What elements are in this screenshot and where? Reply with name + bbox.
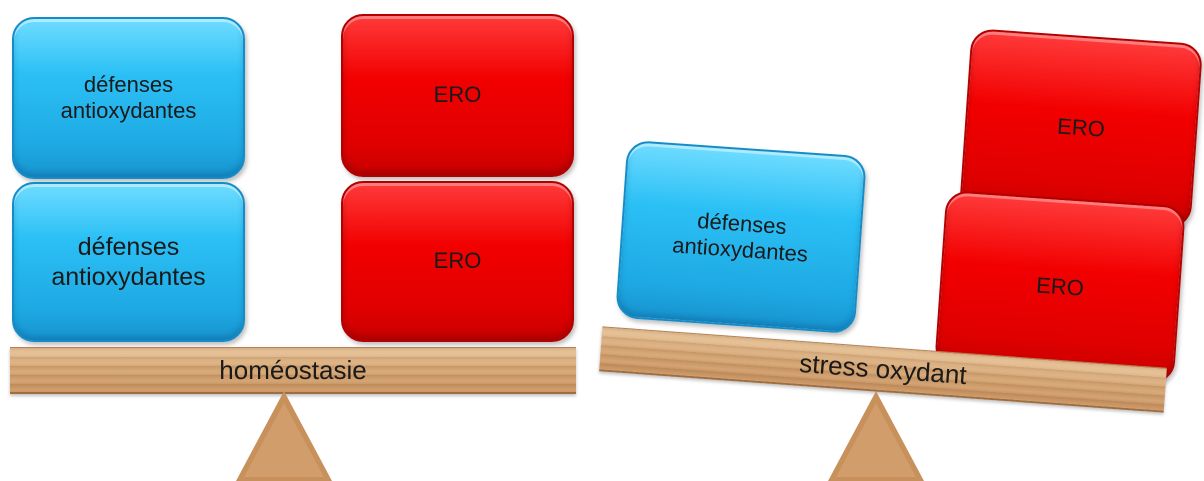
ero-label: ERO — [433, 248, 482, 274]
beam-label: stress oxydant — [798, 347, 968, 390]
antioxidant-defenses-block-top: défenses antioxydantes — [12, 17, 245, 179]
ero-label: ERO — [1056, 113, 1106, 142]
homeostasis-scale: défenses antioxydantes défenses antioxyd… — [0, 0, 590, 481]
fulcrum-triangle — [236, 391, 332, 481]
beam-label: homéostasie — [219, 354, 367, 385]
ero-label: ERO — [433, 82, 482, 108]
ero-label: ERO — [1035, 272, 1085, 301]
antioxidant-defenses-label: défenses antioxydantes — [51, 233, 206, 291]
antioxidant-defenses-block-bottom: défenses antioxydantes — [12, 182, 245, 342]
ero-block-bottom: ERO — [341, 181, 574, 342]
antioxidant-defenses-label: défenses antioxydantes — [671, 207, 809, 267]
oxidative-stress-scale: défenses antioxydantes ERO ERO stress ox… — [590, 0, 1204, 481]
balance-beam: homéostasie — [10, 347, 576, 394]
antioxidant-defenses-label: défenses antioxydantes — [60, 71, 197, 123]
fulcrum-triangle — [828, 391, 924, 481]
ero-block-top: ERO — [341, 14, 574, 177]
antioxidant-defenses-block: défenses antioxydantes — [615, 139, 867, 335]
